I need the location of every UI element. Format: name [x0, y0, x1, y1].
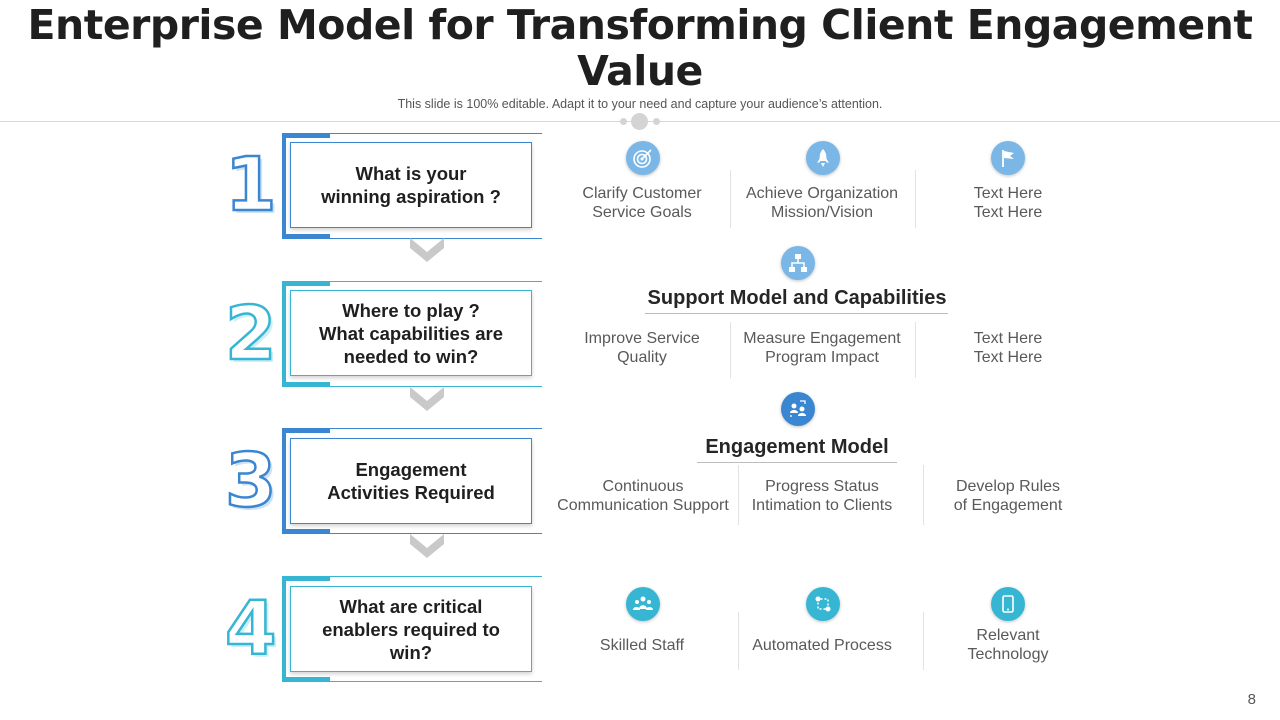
- row1-item-3: Text Here Text Here: [973, 185, 1043, 221]
- step-frame-2: [282, 281, 542, 387]
- step-box-2: Where to play ? What capabilities are ne…: [290, 290, 532, 376]
- flag-icon: [991, 141, 1025, 175]
- step-frame-1: [282, 133, 542, 239]
- row2-item-2: Measure Engagement Program Impact: [743, 330, 901, 366]
- row3-heading: Engagement Model: [705, 436, 889, 458]
- step-question-1: What is your winning aspiration ?: [321, 163, 501, 207]
- row1-item-1: Clarify Customer Service Goals: [582, 185, 702, 221]
- process-icon: [806, 587, 840, 621]
- slide-subtitle: This slide is 100% editable. Adapt it to…: [397, 97, 883, 111]
- chevron-down-icon: [410, 387, 444, 411]
- row3-separator: [923, 465, 924, 525]
- tablet-icon: [991, 587, 1025, 621]
- row3-item-1: Continuous Communication Support: [557, 478, 729, 514]
- rocket-icon: [806, 141, 840, 175]
- row1-separator: [915, 170, 916, 228]
- step-box-3: Engagement Activities Required: [290, 438, 532, 524]
- row4-separator: [923, 612, 924, 670]
- page-number: 8: [1247, 691, 1256, 708]
- step-number-4: 4: [224, 586, 278, 672]
- row3-separator: [738, 465, 739, 525]
- row3-heading-underline: [697, 462, 897, 463]
- row4-item-2: Automated Process: [752, 637, 892, 654]
- user-exchange-icon: [781, 392, 815, 426]
- row2-separator: [730, 322, 731, 378]
- divider-dot: [620, 118, 627, 125]
- step-question-2: Where to play ? What capabilities are ne…: [318, 299, 504, 367]
- row4-item-1: Skilled Staff: [599, 637, 685, 654]
- row2-item-1: Improve Service Quality: [584, 330, 700, 366]
- row4-separator: [738, 612, 739, 670]
- team-icon: [626, 587, 660, 621]
- row2-heading-underline: [645, 313, 948, 314]
- chevron-down-icon: [410, 534, 444, 558]
- step-number-1: 1: [224, 142, 278, 228]
- divider-dot: [653, 118, 660, 125]
- step-question-4: What are critical enablers required to w…: [322, 595, 500, 663]
- step-box-4: What are critical enablers required to w…: [290, 586, 532, 672]
- step-frame-4: [282, 576, 542, 682]
- row3-item-2: Progress Status Intimation to Clients: [751, 478, 893, 514]
- network-icon: [781, 246, 815, 280]
- row2-separator: [915, 322, 916, 378]
- step-question-3: Engagement Activities Required: [327, 459, 495, 503]
- row3-item-3: Develop Rules of Engagement: [953, 478, 1063, 514]
- chevron-down-icon: [410, 238, 444, 262]
- step-box-1: What is your winning aspiration ?: [290, 142, 532, 228]
- row2-item-3: Text Here Text Here: [973, 330, 1043, 366]
- divider-dot: [631, 113, 648, 130]
- slide-title: Enterprise Model for Transforming Client…: [27, 1, 1253, 95]
- row2-heading: Support Model and Capabilities: [647, 287, 947, 309]
- step-number-3: 3: [224, 438, 278, 524]
- target-icon: [626, 141, 660, 175]
- step-number-2: 2: [224, 291, 278, 377]
- row1-item-2: Achieve Organization Mission/Vision: [745, 185, 899, 221]
- row1-separator: [730, 170, 731, 228]
- step-frame-3: [282, 428, 542, 534]
- row4-item-3: Relevant Technology: [967, 627, 1049, 663]
